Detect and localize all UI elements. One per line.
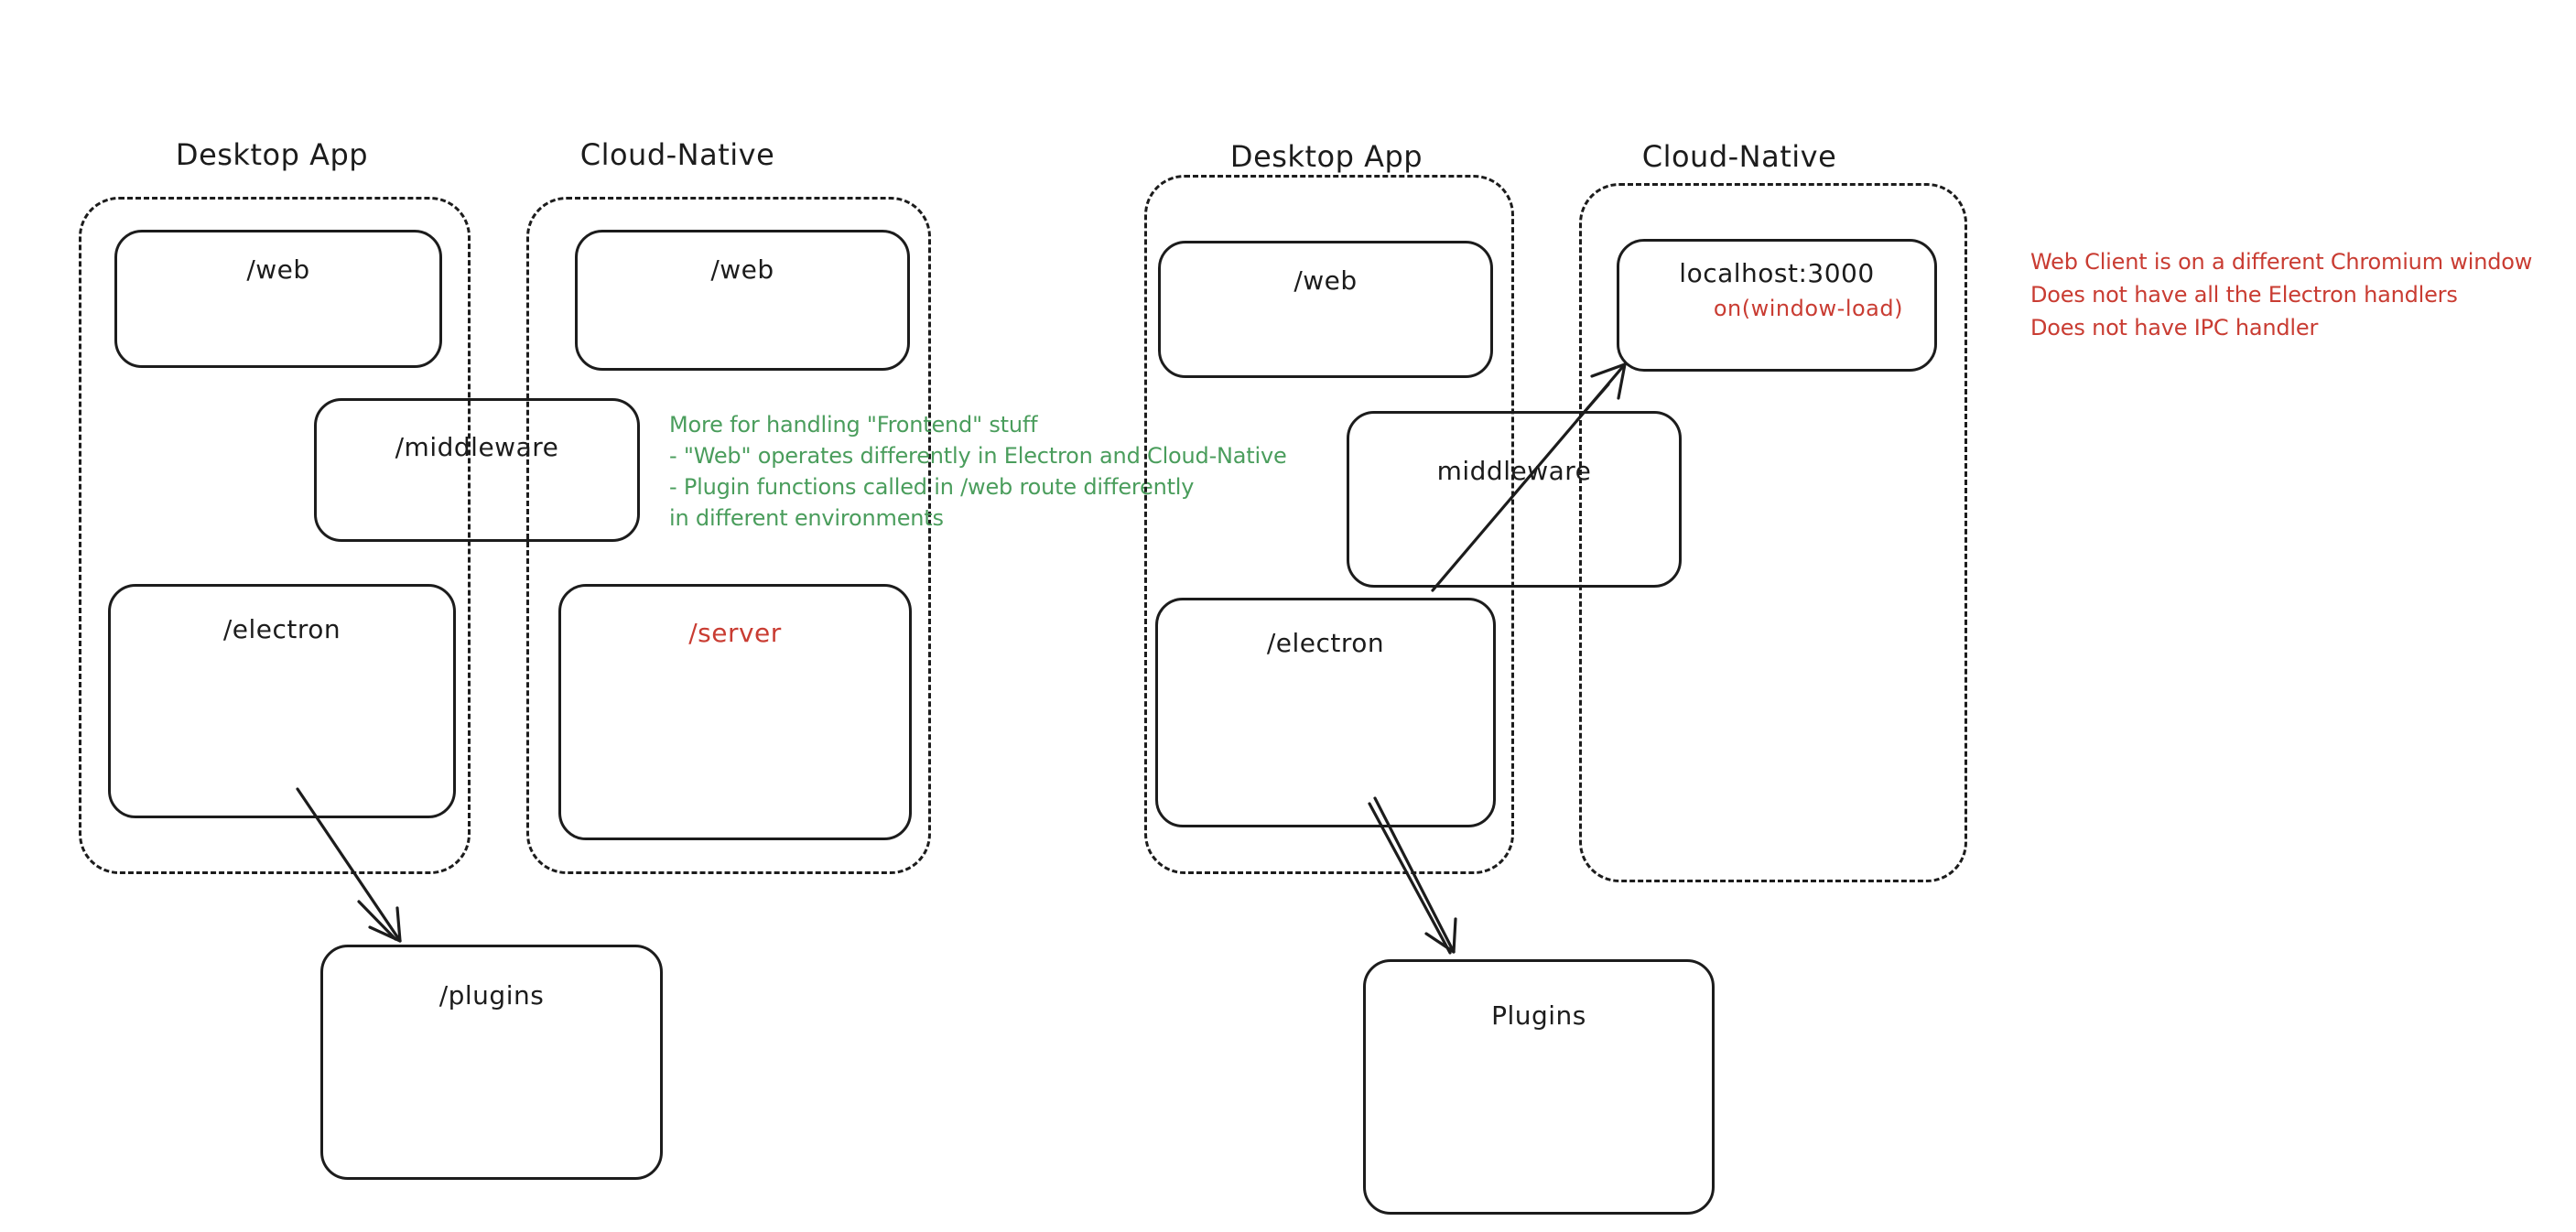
box-label: middleware xyxy=(1436,456,1592,486)
right-desktop-title[interactable]: Desktop App xyxy=(1229,139,1423,174)
red-annotation-line: Does not have all the Electron handlers xyxy=(2030,282,2458,308)
box-label: Plugins xyxy=(1491,1000,1586,1031)
box-electron-left[interactable]: /electron xyxy=(108,584,456,818)
box-middleware-left[interactable]: /middleware xyxy=(314,398,640,542)
green-annotation-line: in different environments xyxy=(669,505,944,531)
red-annotation-line: Does not have IPC handler xyxy=(2030,315,2319,340)
left-desktop-title[interactable]: Desktop App xyxy=(175,137,369,172)
box-label: /web xyxy=(1293,265,1358,296)
box-localhost[interactable]: localhost:3000 on(window-load) xyxy=(1617,239,1937,372)
box-label: /electron xyxy=(222,614,341,644)
red-annotation[interactable]: Web Client is on a different Chromium wi… xyxy=(2030,245,2532,344)
left-desktop-container[interactable] xyxy=(79,197,471,874)
box-label: /web xyxy=(246,254,310,285)
box-label: /middleware xyxy=(395,432,559,462)
box-middleware-right[interactable]: middleware xyxy=(1347,411,1682,588)
green-annotation-line: More for handling "Frontend" stuff xyxy=(669,412,1038,438)
green-annotation[interactable]: More for handling "Frontend" stuff - "We… xyxy=(669,409,1287,534)
box-electron-right[interactable]: /electron xyxy=(1155,598,1496,827)
window-load-label: on(window-load) xyxy=(1713,296,1903,321)
box-server-left[interactable]: /server xyxy=(558,584,912,840)
left-cloud-title[interactable]: Cloud-Native xyxy=(579,137,775,172)
left-cloud-container[interactable] xyxy=(526,197,931,874)
box-plugins-left[interactable]: /plugins xyxy=(320,945,663,1180)
box-web-left-cloud[interactable]: /web xyxy=(575,230,910,371)
box-plugins-right[interactable]: Plugins xyxy=(1363,959,1715,1215)
red-annotation-line: Web Client is on a different Chromium wi… xyxy=(2030,249,2533,275)
green-annotation-line: - Plugin functions called in /web route … xyxy=(669,474,1195,500)
box-web-left-desktop[interactable]: /web xyxy=(114,230,442,368)
green-annotation-line: - "Web" operates differently in Electron… xyxy=(669,443,1287,469)
box-label: localhost:3000 xyxy=(1679,258,1875,288)
box-label: /server xyxy=(688,618,782,648)
right-cloud-title[interactable]: Cloud-Native xyxy=(1641,139,1837,174)
box-web-right[interactable]: /web xyxy=(1158,241,1493,378)
box-label: /electron xyxy=(1266,628,1385,658)
box-label: /web xyxy=(710,254,774,285)
box-label: /plugins xyxy=(438,980,545,1010)
